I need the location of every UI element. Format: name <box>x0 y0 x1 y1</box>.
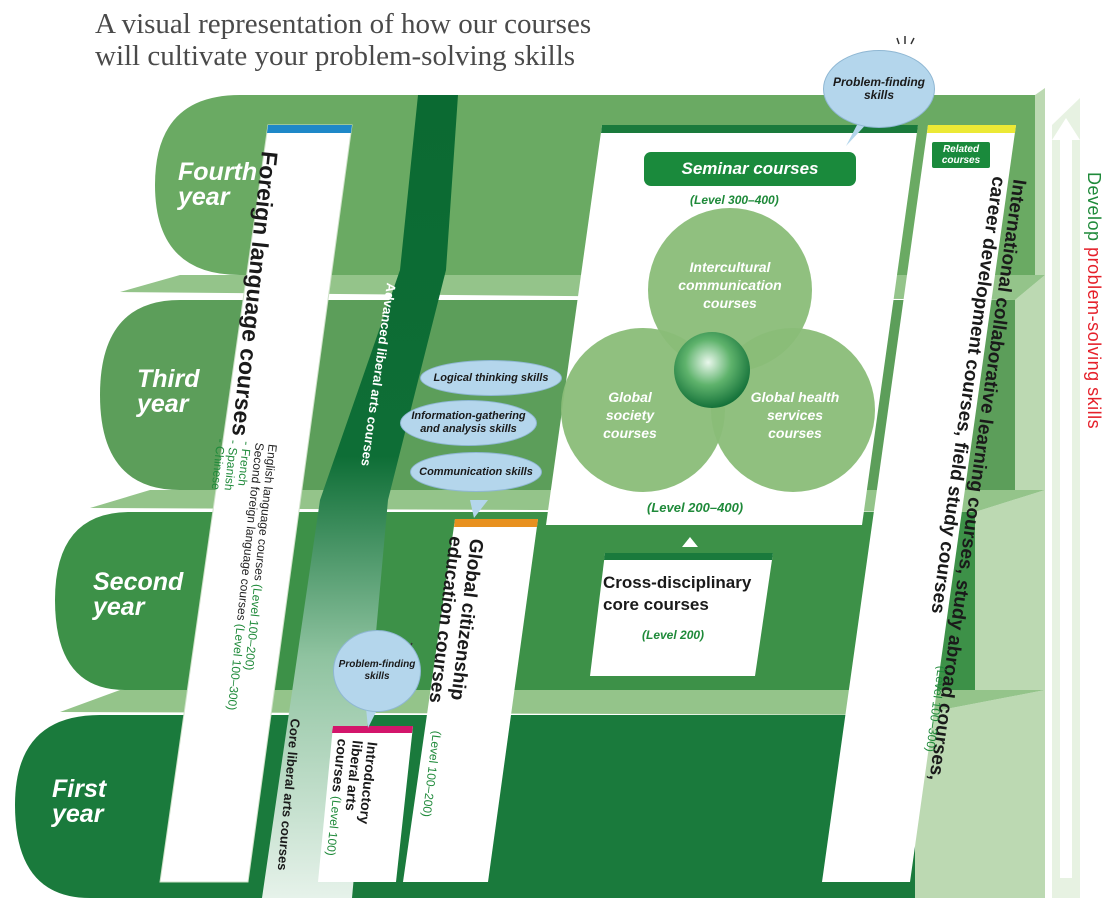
develop-label: Develop problem-solving skills <box>1083 172 1104 429</box>
year-third-l2: year <box>137 390 189 418</box>
problem-top-l2: skills <box>863 88 895 102</box>
related-card-stripe <box>927 125 1016 133</box>
seminar-level: (Level 300–400) <box>690 193 779 207</box>
circles-level: (Level 200–400) <box>647 500 744 515</box>
right-face-second <box>975 490 1045 690</box>
globe <box>674 332 750 408</box>
gc-card <box>403 519 538 882</box>
title-line-2: will cultivate your problem-solving skil… <box>95 40 576 72</box>
communication-text: Communication skills <box>419 465 533 478</box>
develop-arrow-head <box>1052 118 1080 140</box>
cross-l1: Cross-disciplinary <box>603 573 752 592</box>
related-badge: Related courses <box>932 142 990 168</box>
intercultural-label: Intercultural communication courses <box>670 258 790 312</box>
intercultural-l1: Intercultural <box>689 259 771 275</box>
related-badge-l2: courses <box>941 155 981 166</box>
health-l3: courses <box>768 425 822 441</box>
intercultural-l3: courses <box>703 295 757 311</box>
circle-health <box>711 328 875 492</box>
bubble-info: Information-gathering and analysis skill… <box>400 400 537 446</box>
health-l2: services <box>766 407 824 423</box>
right-face-third <box>1015 275 1045 490</box>
logical-text: Logical thinking skills <box>433 371 549 384</box>
year-first-l2: year <box>52 800 104 828</box>
year-second-l1: Second <box>93 568 184 596</box>
year-label-third: Third year <box>137 367 200 417</box>
bubble-tail-bottom <box>366 708 378 728</box>
title-line-1: A visual representation of how our cours… <box>95 8 592 40</box>
health-label: Global health services courses <box>740 388 850 442</box>
problem-top-l1: Problem-finding <box>833 75 925 89</box>
year-fourth-l1: Fourth <box>178 158 258 186</box>
year-third-l1: Third <box>137 365 200 393</box>
seminar-text: Seminar courses <box>681 159 819 178</box>
year-fourth-l2: year <box>178 183 230 211</box>
year-label-first: First year <box>52 777 106 827</box>
cross-arrow <box>682 537 698 547</box>
health-l1: Global health <box>750 389 840 405</box>
develop-highlight: problem-solving skills <box>1084 247 1104 430</box>
cross-text: Cross-disciplinary core courses <box>603 572 751 616</box>
page-title: A visual representation of how our cours… <box>95 8 655 72</box>
year-label-fourth: Fourth year <box>178 160 257 210</box>
develop-arrow-shaft <box>1060 138 1072 878</box>
cross-card <box>590 553 773 676</box>
bubble-problem-top: Problem-finding skills <box>823 50 935 128</box>
society-l1: Global <box>608 389 652 405</box>
related-badge-l1: Related <box>942 144 980 155</box>
bubble-problem-bottom: Problem-finding skills <box>333 630 421 712</box>
right-face-fourth <box>1035 88 1045 275</box>
year-first-l1: First <box>52 775 107 803</box>
bubble-communication: Communication skills <box>410 452 542 492</box>
info-l1: Information-gathering <box>411 410 526 422</box>
cross-l2: core courses <box>603 595 709 614</box>
seminar-card-stripe <box>601 125 918 133</box>
problem-bottom-l1: Problem-finding <box>338 659 416 670</box>
cross-level: (Level 200) <box>642 628 705 642</box>
develop-prefix: Develop <box>1084 172 1104 242</box>
society-l3: courses <box>603 425 657 441</box>
related-card <box>822 125 1016 882</box>
year-label-second: Second year <box>93 570 183 620</box>
society-l2: society <box>605 407 655 423</box>
intro-card-stripe <box>332 726 413 733</box>
problem-bottom-l2: skills <box>364 671 390 682</box>
sparkle-top <box>896 36 915 45</box>
year-second-l2: year <box>93 593 145 621</box>
foreign-card-stripe <box>267 125 352 133</box>
liberal-arts-strip <box>262 95 458 898</box>
cross-card-stripe <box>604 553 773 560</box>
info-l2: and analysis skills <box>420 423 517 435</box>
society-label: Global society courses <box>580 388 680 442</box>
intro-card <box>318 726 413 882</box>
intercultural-l2: communication <box>678 277 782 293</box>
bubble-tail-comm <box>470 500 488 518</box>
gc-card-stripe <box>454 519 538 527</box>
circle-intercultural <box>648 208 812 372</box>
right-face-first <box>915 690 1045 898</box>
bubble-logical: Logical thinking skills <box>420 360 562 396</box>
seminar-label: Seminar courses <box>644 152 856 186</box>
